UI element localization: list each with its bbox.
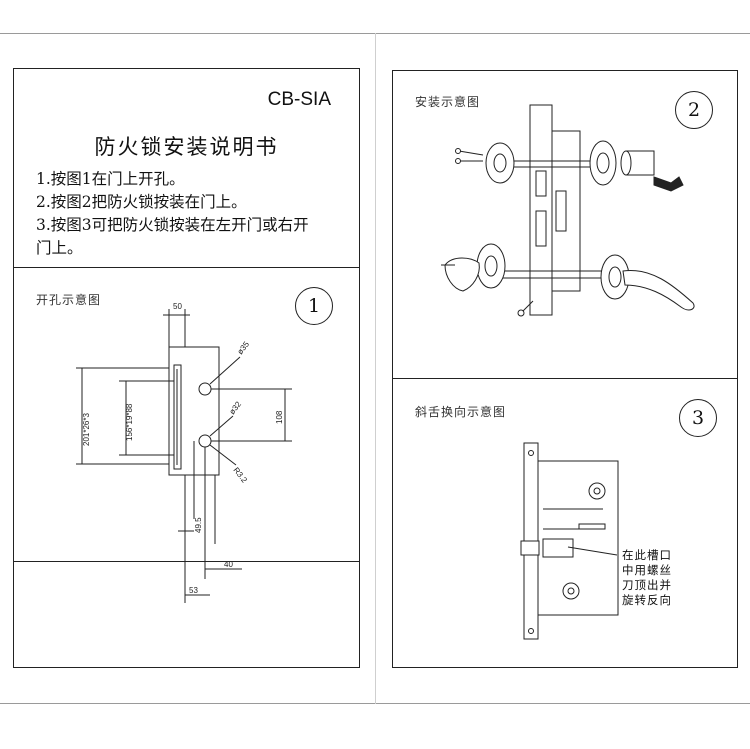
instruction-list: 1.按图1在门上开孔。 2.按图2把防火锁按装在门上。 3.按图3可把防火锁按装… — [36, 168, 309, 260]
latch-reversing-diagram — [520, 442, 619, 640]
dim-radius: R3.2 — [231, 466, 249, 485]
dim-bottom-40: 40 — [224, 560, 233, 569]
instruction-step: 2.按图2把防火锁按装在门上。 — [36, 193, 247, 211]
figure2-label: 安装示意图 — [415, 95, 481, 109]
left-panel: CB-SIA 防火锁安装说明书 1.按图1在门上开孔。 2.按图2把防火锁按装在… — [13, 68, 360, 668]
note-line: 旋转反向 — [622, 593, 672, 607]
dim-bottom-53: 53 — [189, 586, 198, 595]
manual-title: 防火锁安装说明书 — [94, 135, 279, 159]
dim-left-inner: 156*19*88 — [125, 403, 134, 441]
drilling-diagram: 50 ø35 ø32 R3.2 201*26*3 156*19*88 108 4… — [76, 302, 292, 603]
note-line: 中用螺丝 — [622, 563, 672, 577]
dim-d32: ø32 — [227, 399, 243, 416]
figure1-number: 1 — [295, 287, 333, 325]
instruction-step: 3.按图3可把防火锁按装在左开门或右开 — [36, 216, 309, 234]
section-divider — [393, 378, 737, 379]
dim-left-outer: 201*26*3 — [82, 413, 91, 446]
installation-diagram — [441, 104, 695, 317]
model-number: CB-SIA — [267, 89, 331, 110]
figure3-label: 斜舌换向示意图 — [415, 405, 507, 419]
note-line: 刀顶出并 — [622, 578, 672, 592]
section-divider — [14, 561, 359, 562]
figure2-number: 2 — [675, 91, 713, 129]
center-fold-line — [375, 33, 376, 704]
dim-top: 50 — [173, 302, 182, 311]
right-panel: 安装示意图 2 — [392, 70, 738, 668]
section-divider — [14, 267, 359, 268]
dim-d35: ø35 — [235, 339, 251, 356]
note-line: 在此槽口 — [622, 548, 672, 562]
instruction-step: 门上。 — [36, 239, 83, 257]
figure3-note: 在此槽口 中用螺丝 刀顶出并 旋转反向 — [622, 548, 672, 608]
figure3-number: 3 — [679, 399, 717, 437]
instruction-step: 1.按图1在门上开孔。 — [36, 170, 185, 188]
figure1-label: 开孔示意图 — [36, 293, 102, 307]
dim-right: 108 — [275, 410, 284, 424]
dim-bottom-small: 49.5 — [194, 517, 203, 533]
